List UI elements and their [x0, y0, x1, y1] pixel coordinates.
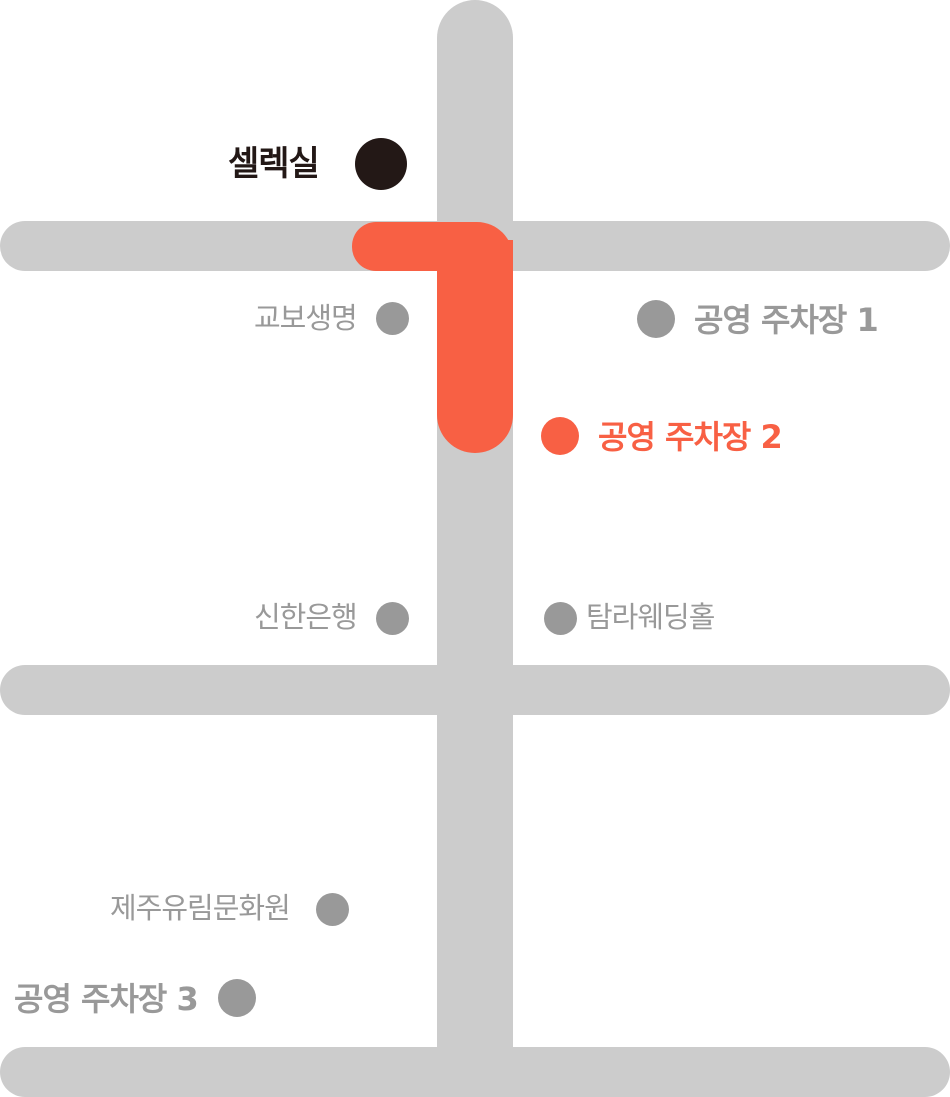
landmark-label-kyobo: 교보생명 — [254, 301, 358, 335]
landmark-dot-icon — [376, 302, 409, 335]
main-vertical-road — [437, 0, 513, 1097]
parking-1-dot-icon — [637, 300, 675, 338]
landmark-label-shinhan: 신한은행 — [254, 600, 358, 634]
parking-3-label: 공영 주차장 3 — [14, 980, 199, 1018]
parking-3-dot-icon — [218, 979, 256, 1017]
landmark-dot-icon — [544, 602, 577, 635]
parking-2-label: 공영 주차장 2 — [598, 418, 783, 456]
landmark-dot-icon — [376, 602, 409, 635]
destination-label: 셀렉실 — [228, 144, 320, 184]
destination-dot-icon — [355, 138, 407, 190]
route-vertical-segment — [437, 240, 513, 453]
horizontal-road-middle — [0, 665, 950, 715]
landmark-dot-icon — [316, 893, 349, 926]
horizontal-road-bottom — [0, 1047, 950, 1097]
landmark-label-tamla-wedding-hall: 탐라웨딩홀 — [586, 600, 715, 634]
parking-2-dot-icon — [541, 417, 579, 455]
parking-1-label: 공영 주차장 1 — [694, 301, 879, 339]
landmark-label-jeju-yurim: 제주유림문화원 — [110, 891, 291, 925]
